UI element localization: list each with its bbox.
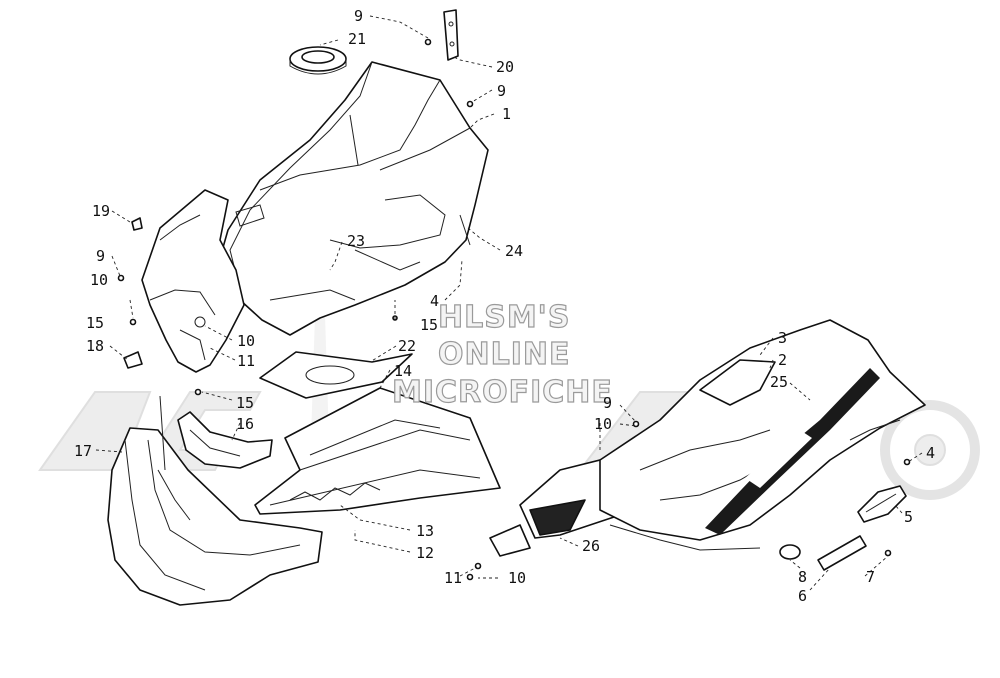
part-17-bumper [107, 395, 323, 606]
callout-11: 11 [444, 569, 462, 587]
callout-12: 12 [416, 544, 434, 562]
callout-15: 15 [236, 394, 254, 412]
callout-15: 15 [86, 314, 104, 332]
callout-26: 26 [582, 537, 600, 555]
callout-7: 7 [866, 568, 875, 586]
callouts: 9 21 20 9 1 19 23 24 9 10 4 15 15 10 22 … [74, 7, 935, 605]
part-21-grommet [289, 46, 347, 75]
part-14-belly-pan [254, 387, 501, 515]
callout-17: 17 [74, 442, 92, 460]
callout-6: 6 [798, 587, 807, 605]
watermark-line2: ONLINE [438, 337, 571, 372]
callout-16: 16 [236, 415, 254, 433]
callout-20: 20 [496, 58, 514, 76]
callout-9: 9 [354, 7, 363, 25]
callout-10: 10 [594, 415, 612, 433]
callout-10: 10 [237, 332, 255, 350]
part-upper-left-side-panel [141, 189, 245, 373]
part-18-clip [123, 351, 143, 369]
part-6-plate [817, 535, 867, 571]
part-25-decal-stripe [705, 368, 880, 535]
callout-9: 9 [603, 394, 612, 412]
callout-19: 19 [92, 202, 110, 220]
callout-21: 21 [348, 30, 366, 48]
callout-8: 8 [798, 568, 807, 586]
callout-3: 3 [778, 329, 787, 347]
watermark: HLSM'S ONLINE MICROFICHE [391, 299, 613, 410]
callout-1: 1 [502, 105, 511, 123]
part-8-plug [779, 544, 801, 560]
callout-22: 22 [398, 337, 416, 355]
callout-18: 18 [86, 337, 104, 355]
callout-9: 9 [497, 82, 506, 100]
callout-10: 10 [90, 271, 108, 289]
callout-15: 15 [420, 316, 438, 334]
callout-23: 23 [347, 232, 365, 250]
leader-lines [95, 15, 923, 591]
callout-2: 2 [778, 351, 787, 369]
callout-10: 10 [508, 569, 526, 587]
part-16-bracket [177, 411, 273, 469]
watermark-line3: MICROFICHE [392, 375, 613, 410]
callout-24: 24 [505, 242, 523, 260]
callout-25: 25 [770, 373, 788, 391]
fasteners [117, 38, 911, 581]
part-5-reflector [857, 485, 907, 523]
callout-9: 9 [96, 247, 105, 265]
callout-14: 14 [394, 362, 412, 380]
part-1-hood [217, 61, 489, 336]
callout-11: 11 [237, 352, 255, 370]
callout-13: 13 [416, 522, 434, 540]
part-22-gasket [259, 351, 413, 399]
watermark-line1: HLSM'S [438, 300, 570, 335]
part-19-clip [131, 217, 143, 231]
callout-4: 4 [926, 444, 935, 462]
callout-5: 5 [904, 508, 913, 526]
part-3-side-panel-upper [699, 359, 776, 406]
callout-4: 4 [430, 292, 439, 310]
part-20-bracket [443, 9, 459, 61]
